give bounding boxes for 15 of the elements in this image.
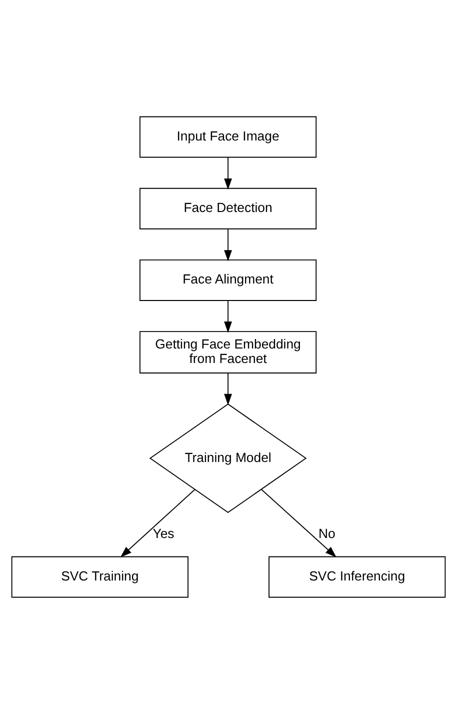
arrow	[120, 489, 196, 558]
arrow	[224, 228, 232, 262]
edge-label: Yes	[152, 526, 174, 542]
node-box: SVC Training	[11, 556, 188, 598]
node-box: Input Face Image	[139, 116, 317, 158]
arrow	[224, 300, 232, 333]
node-box: Getting Face Embedding from Facenet	[139, 331, 317, 374]
node-diamond: Training Model	[149, 404, 307, 514]
node-box: Face Alingment	[139, 260, 317, 301]
edge-label: No	[318, 526, 336, 542]
arrow	[224, 156, 232, 190]
node-box: Face Detection	[139, 188, 317, 230]
node-box: SVC Inferencing	[268, 556, 446, 598]
arrow	[261, 489, 336, 558]
arrow	[224, 372, 232, 406]
